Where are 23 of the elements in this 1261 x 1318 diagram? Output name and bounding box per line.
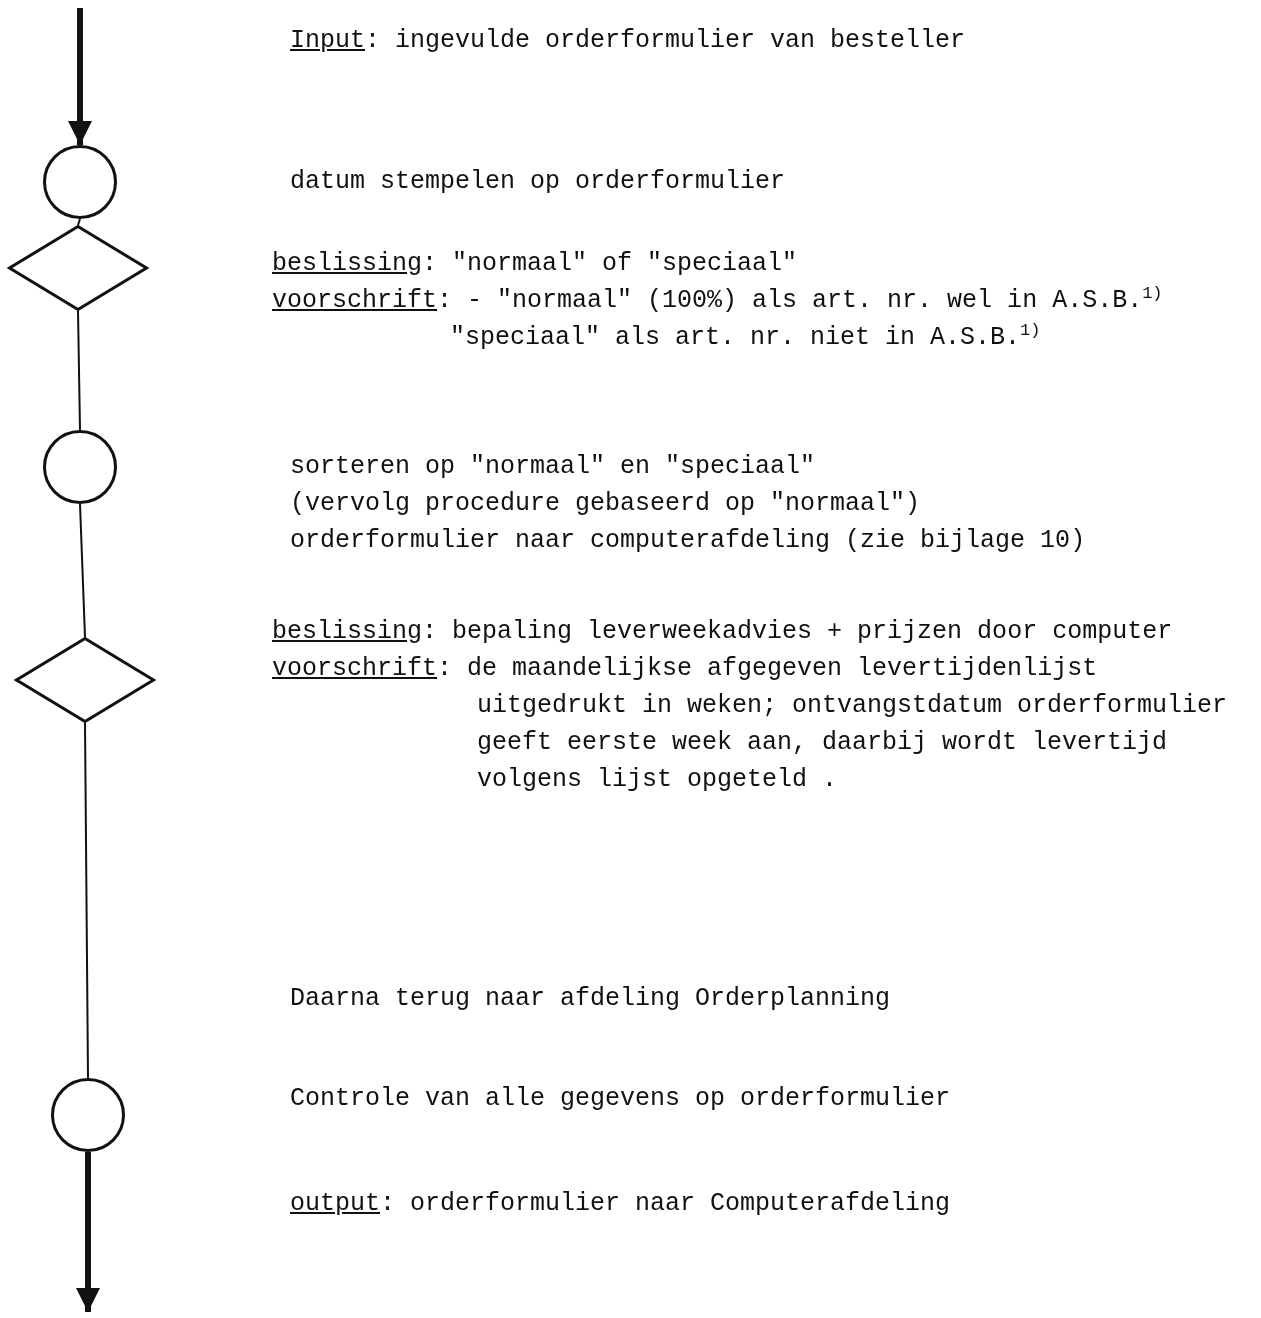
connector-line <box>84 722 89 1079</box>
step-description: output: orderformulier naar Computerafdeling <box>290 1188 952 1220</box>
arrow <box>76 1152 100 1312</box>
arrow <box>68 8 92 145</box>
process-circle <box>51 1078 125 1152</box>
decision-diamond <box>8 225 148 311</box>
step-description: (vervolg procedure gebaseerd op "normaal") <box>290 488 922 520</box>
connector-line <box>77 310 81 431</box>
step-description: datum stempelen op orderformulier <box>290 166 787 198</box>
step-description: voorschrift: de maandelijkse afgegeven levertijdenlijst uitgedrukt in weken; ontvangstdatum orderformulier geeft eerste week aan, daarbij wordt levertijd volgens lijst opgeteld . <box>272 653 1229 796</box>
connector-line <box>79 503 86 638</box>
step-description: beslissing: "normaal" of "speciaal" <box>272 248 799 280</box>
step-description: beslissing: bepaling leverweekadvies + prijzen door computer <box>272 616 1174 648</box>
step-description: Controle van alle gegevens op orderformulier <box>290 1083 952 1115</box>
step-description: Input: ingevulde orderformulier van besteller <box>290 25 967 57</box>
step-description: orderformulier naar computerafdeling (zie bijlage 10) <box>290 525 1087 557</box>
connector-line <box>77 218 81 226</box>
step-description: sorteren op "normaal" en "speciaal" <box>290 451 817 483</box>
decision-diamond <box>15 637 155 723</box>
process-circle <box>43 430 117 504</box>
step-description: Daarna terug naar afdeling Orderplanning <box>290 983 892 1015</box>
process-circle <box>43 145 117 219</box>
step-description: voorschrift: - "normaal" (100%) als art. nr. wel in A.S.B.$^{1)}$ "speciaal" als art. nr. niet in A.S.B.$^{1)}$ <box>272 282 1164 354</box>
